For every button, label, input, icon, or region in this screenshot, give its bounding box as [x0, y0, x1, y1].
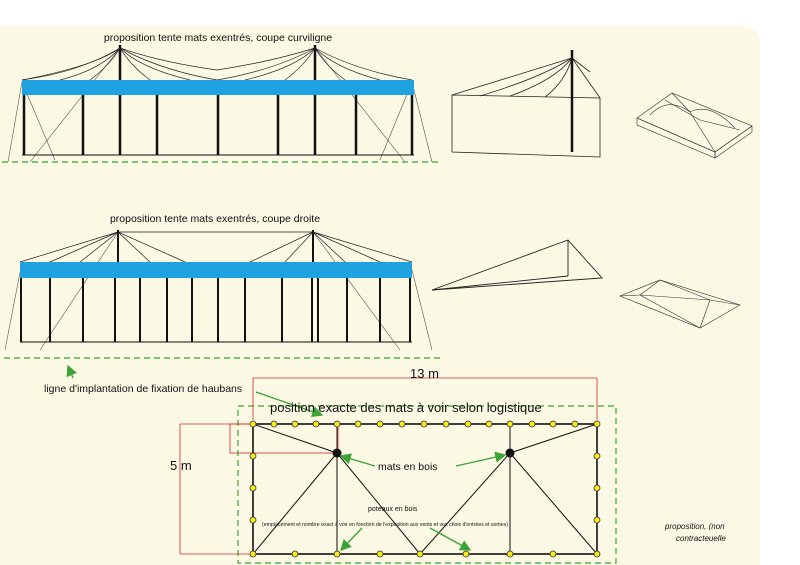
mast-left [332, 448, 342, 458]
perspective-straight [431, 239, 603, 291]
mast-right [505, 448, 515, 458]
posts-note: (emplacement et nombre exact à voir en f… [262, 522, 508, 528]
callout-arrows [66, 364, 507, 552]
section-curved-title: proposition tente mats exentrés, coupe c… [104, 32, 332, 44]
roof-band-curved [22, 80, 414, 95]
elevation-straight: proposition tente mats exentrés, coupe d… [4, 213, 440, 359]
perspective-curved [451, 50, 601, 158]
mast-position-label: position exacte des mats à voir selon lo… [270, 400, 542, 415]
disclaimer-line-1: proposition, (non [664, 522, 725, 531]
section-straight-title: proposition tente mats exentrés, coupe d… [110, 213, 320, 225]
disclaimer-line-2: contracteuelle [676, 534, 726, 543]
guy-line-label: ligne d'implantation de fixation de haub… [44, 383, 242, 395]
width-dimension-label: 5 m [170, 458, 192, 473]
isometric-straight [619, 279, 741, 329]
isometric-curved [636, 92, 753, 159]
wood-post-markers [249, 420, 601, 558]
plan-view: ligne d'implantation de fixation de haub… [44, 364, 726, 564]
elevation-curved: proposition tente mats exentrés, coupe c… [2, 32, 438, 163]
length-dimension-label: 13 m [410, 366, 439, 381]
roof-band-straight [20, 262, 412, 278]
posts-title: poteaux en bois [368, 506, 418, 513]
masts-label: mats en bois [378, 461, 438, 473]
